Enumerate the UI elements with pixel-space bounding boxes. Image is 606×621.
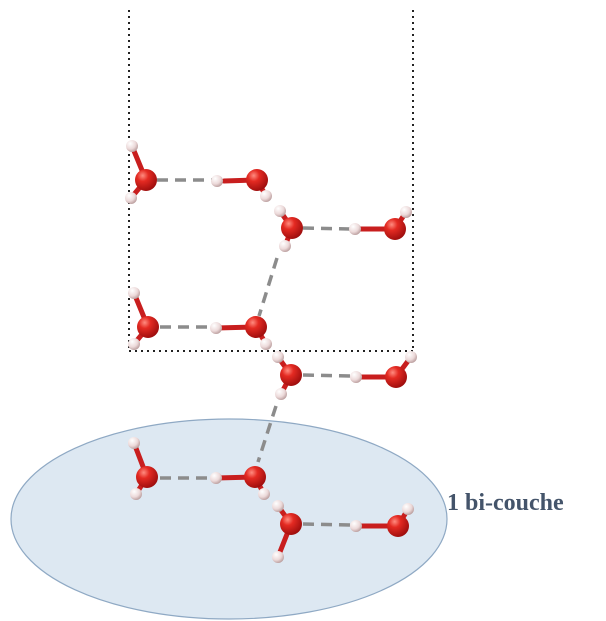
bilayer-highlight-ellipse [10,418,448,620]
hydrogen-bonds [157,178,353,527]
oxygen-atoms [135,169,409,537]
hydrogen-atoms [125,140,417,563]
unit-cell-outline [128,10,414,352]
bilayer-label: 1 bi-couche [447,490,564,516]
